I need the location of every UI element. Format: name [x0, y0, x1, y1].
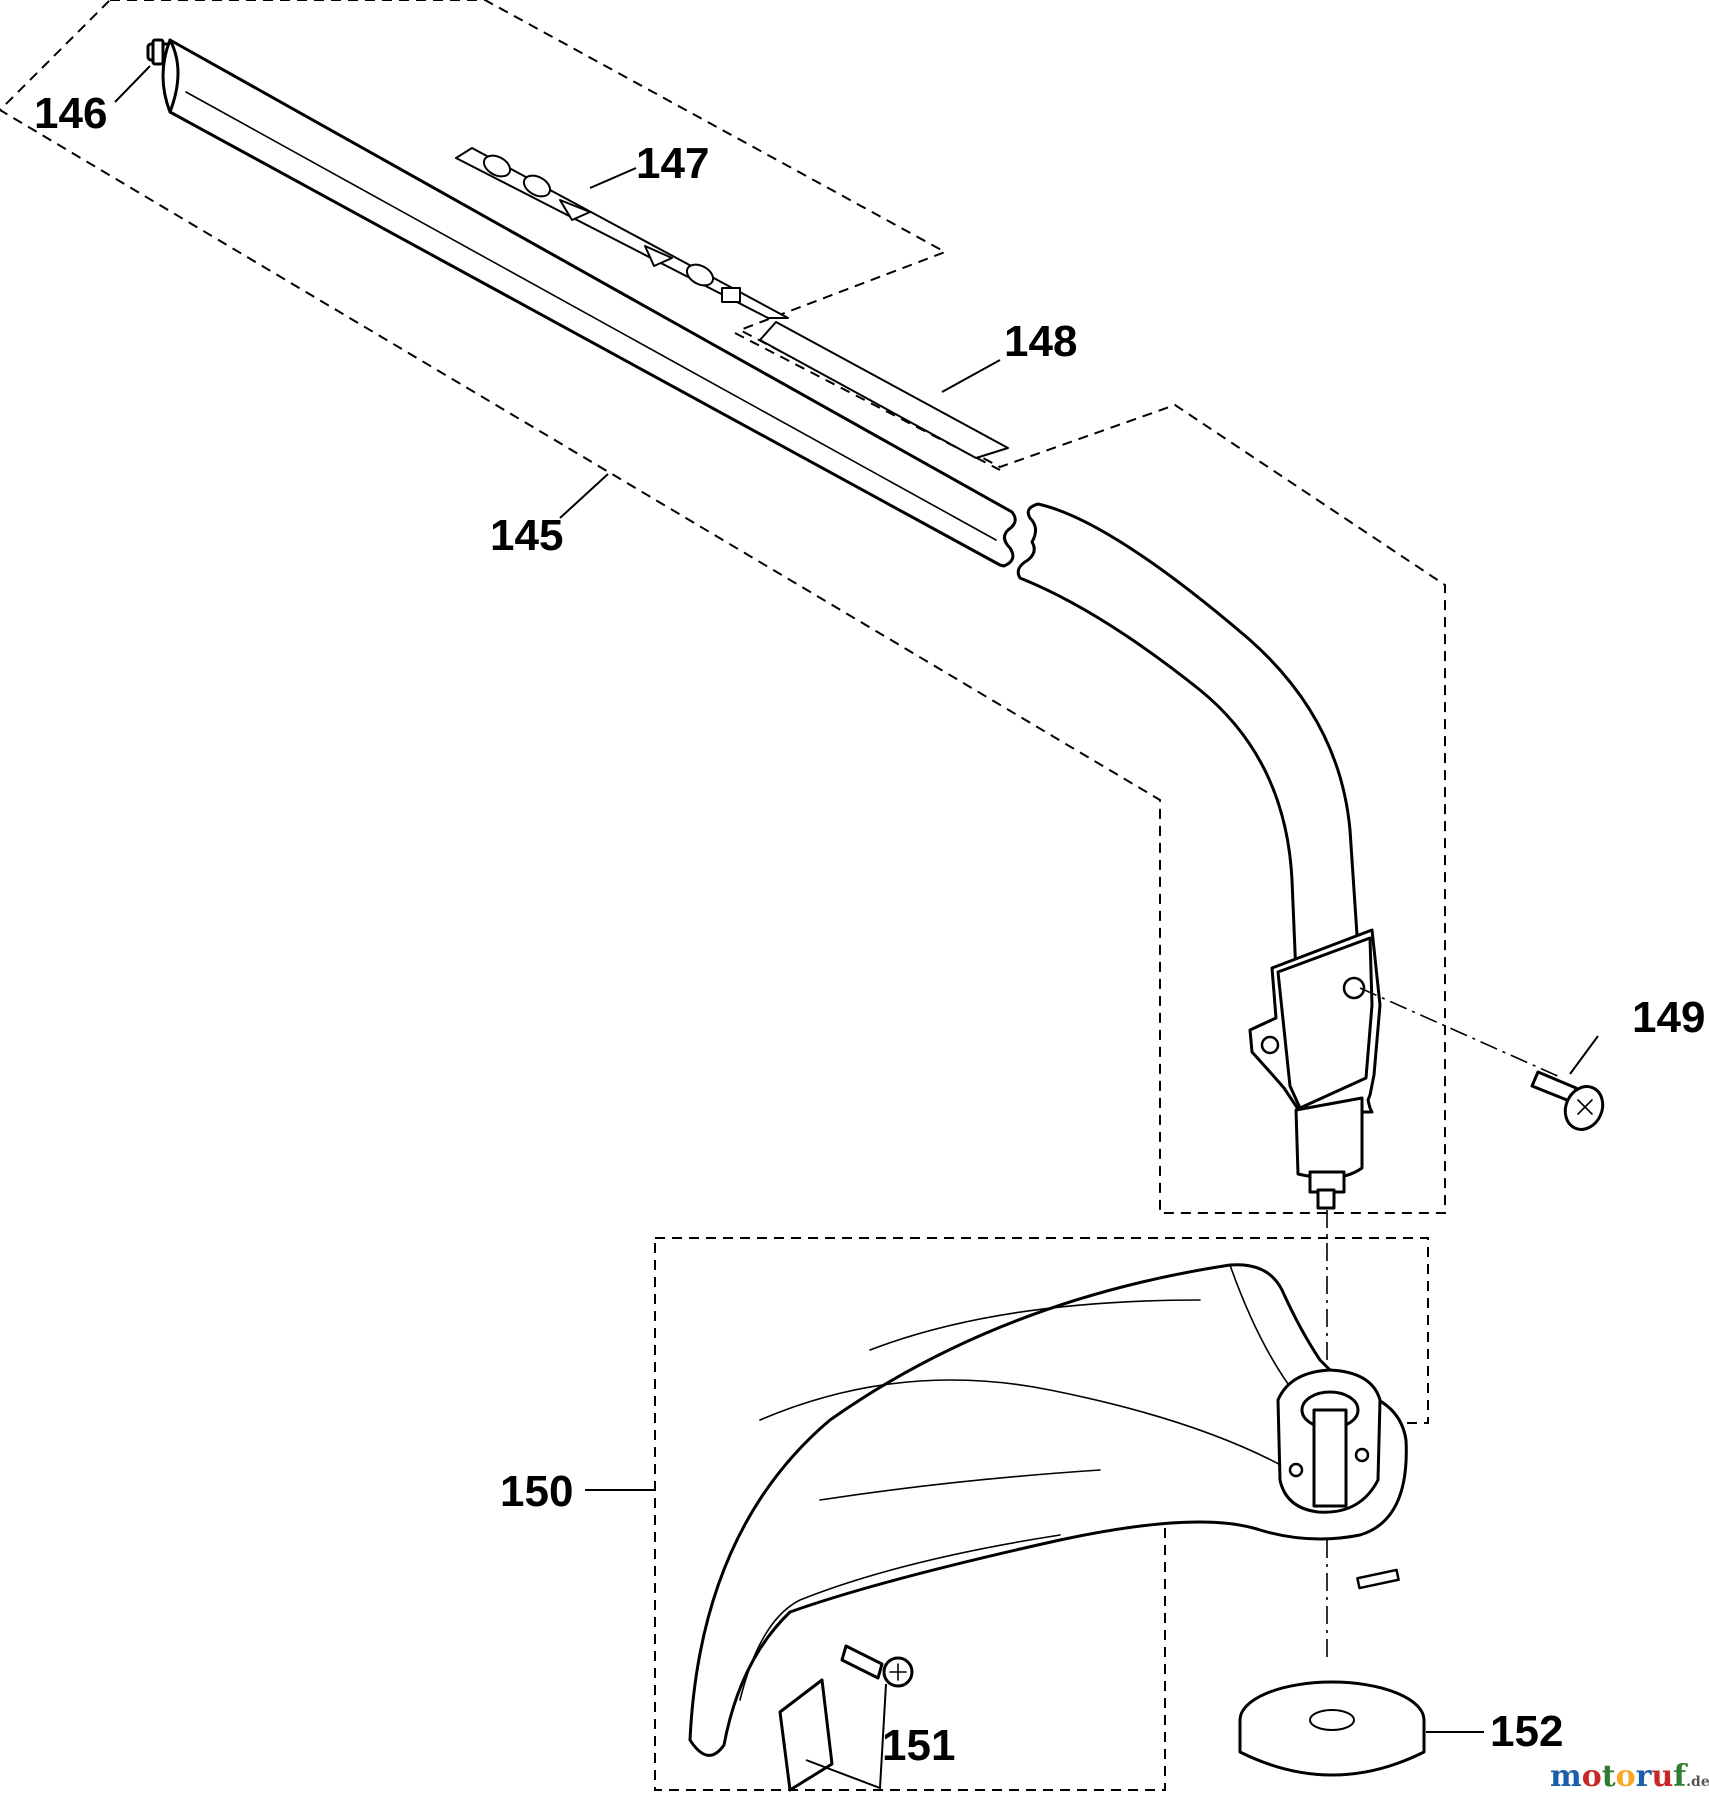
drive-tube-curved: [1016, 502, 1360, 977]
watermark-letter: u: [1651, 1759, 1673, 1794]
callout-148: 148: [1004, 317, 1077, 366]
watermark-logo: motoruf.de: [1550, 1759, 1709, 1794]
leader-149: [1569, 1035, 1599, 1075]
watermark-suffix: .de: [1686, 1774, 1709, 1790]
watermark-letter: o: [1582, 1759, 1602, 1794]
leader-145: [559, 473, 609, 519]
leader-151: [805, 1683, 887, 1790]
leader-148: [941, 359, 1001, 393]
serial-label: [759, 321, 1009, 459]
callout-145: 145: [490, 511, 563, 560]
drive-tube-straight: [161, 38, 1017, 568]
trimmer-blade-and-screw: [778, 1644, 914, 1792]
watermark-letter: m: [1550, 1759, 1582, 1794]
output-shaft: [1294, 1096, 1364, 1210]
callout-147: 147: [636, 139, 709, 188]
watermark-letter: t: [1602, 1759, 1616, 1794]
watermark-letter: r: [1636, 1759, 1653, 1794]
watermark-letter: f: [1673, 1759, 1688, 1794]
axis-line-screw: [1359, 987, 1563, 1079]
spacer-washer: [1238, 1680, 1426, 1777]
grass-shield: [688, 1263, 1408, 1757]
leader-147: [589, 167, 637, 189]
callout-151: 151: [882, 1721, 955, 1770]
group-outline-lower: [654, 1237, 1429, 1791]
watermark-letter: o: [1616, 1759, 1636, 1794]
callout-152: 152: [1490, 1707, 1563, 1756]
group-outline-upper: [0, 0, 1446, 1214]
clamp-screw: [1530, 1070, 1605, 1131]
callout-150: 150: [500, 1467, 573, 1516]
tube-clamp-bracket: [1248, 928, 1382, 1114]
callout-146: 146: [34, 89, 107, 138]
callout-149: 149: [1632, 993, 1705, 1042]
leader-146: [114, 65, 151, 103]
warning-decal: [455, 147, 789, 319]
